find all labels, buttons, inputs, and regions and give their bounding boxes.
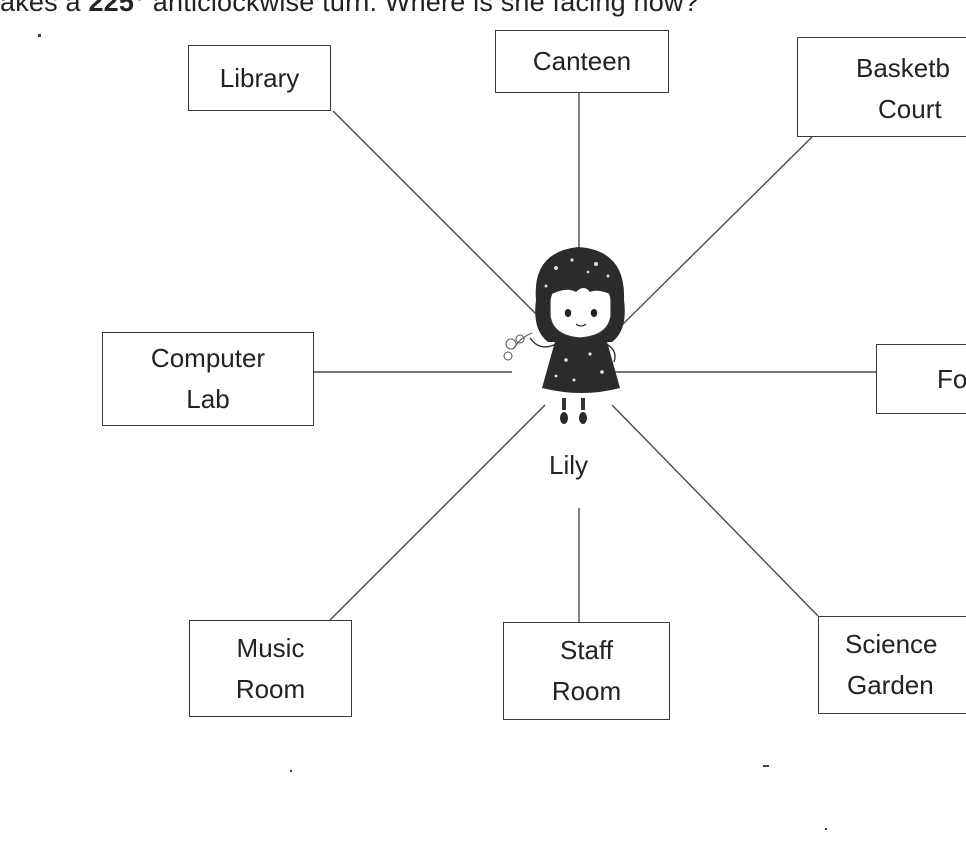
turn-angle: 225°: [88, 0, 146, 17]
line-to-music-room: [329, 404, 546, 621]
scan-speck: [763, 765, 769, 767]
foyer-label: Foye: [937, 363, 966, 394]
basketball-court-label-line1: Basketb: [856, 53, 950, 83]
place-foyer: Foye: [876, 344, 966, 414]
question-text: akes a 225° anticlockwise turn. Where is…: [0, 0, 699, 18]
place-canteen: Canteen: [495, 30, 669, 93]
question-suffix: anticlockwise turn. Where is she facing …: [145, 0, 699, 17]
scan-speck: [290, 770, 292, 772]
lily-label: Lily: [549, 450, 589, 480]
science-garden-label-line1: Science: [845, 629, 938, 659]
place-staff-room: Staff Room: [503, 622, 670, 720]
computer-lab-label-line2: Lab: [186, 384, 230, 414]
scan-speck: [38, 34, 41, 37]
music-room-label-line1: Music: [236, 632, 305, 663]
basketball-court-label-line2: Court: [878, 94, 942, 124]
question-prefix: akes a: [0, 0, 89, 17]
computer-lab-label-line1: Computer: [150, 343, 266, 373]
music-room-label-line2: Room: [235, 673, 306, 704]
place-library: Library: [188, 45, 331, 111]
line-to-science-garden: [611, 404, 819, 617]
place-science-garden: Science Garden: [818, 616, 966, 714]
scan-speck: [825, 828, 827, 830]
staff-room-label-line2: Room: [551, 676, 622, 706]
place-computer-lab: Computer Lab: [102, 332, 314, 426]
staff-room-label-line1: Staff: [559, 635, 613, 665]
canteen-label: Canteen: [532, 46, 632, 76]
science-garden-label-line2: Garden: [847, 670, 934, 700]
place-music-room: Music Room: [189, 620, 352, 717]
place-basketball-court: Basketb Court: [797, 37, 966, 137]
line-to-basketball-court: [616, 136, 813, 331]
library-label: Library: [219, 62, 300, 93]
line-to-library: [332, 110, 553, 331]
